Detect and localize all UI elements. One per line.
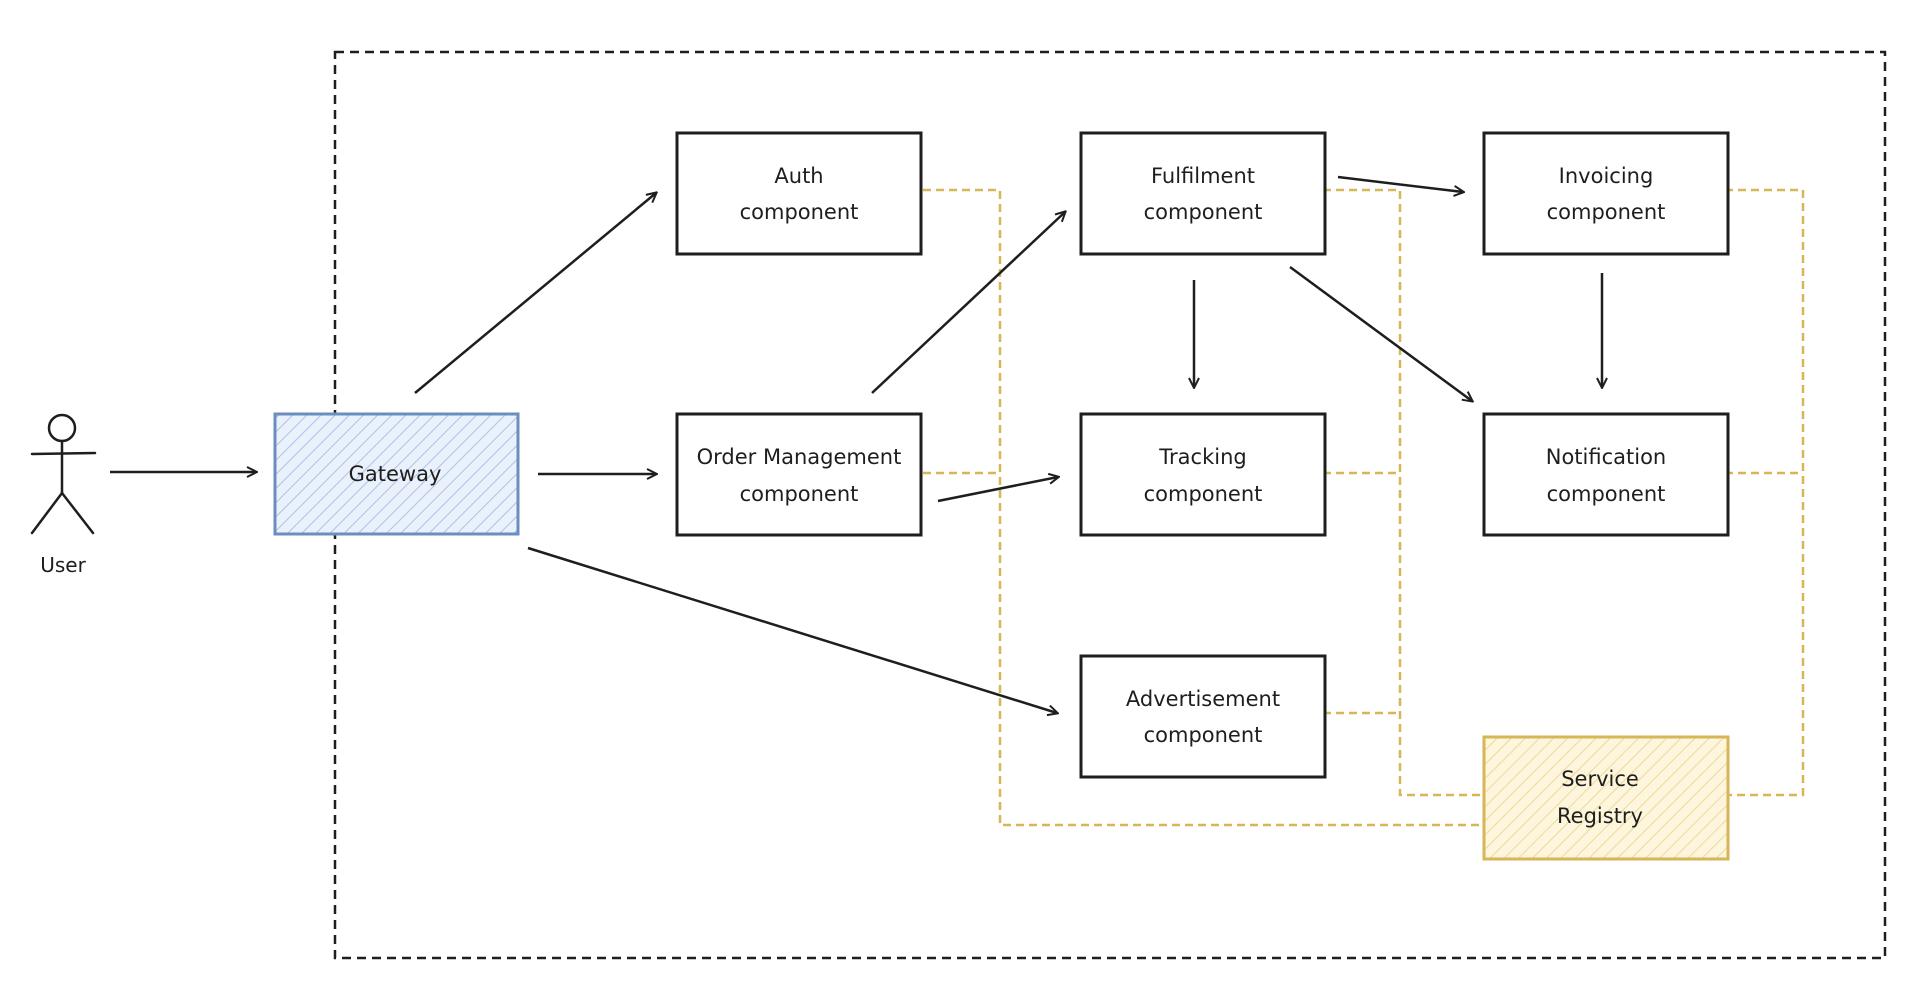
advertisement-component-title: Advertisement	[1126, 687, 1280, 711]
arrow-fulfilment-notification	[1289, 265, 1472, 401]
registry-links	[923, 188, 1805, 827]
actor-arms	[30, 451, 97, 456]
arrow-gateway-auth	[414, 193, 656, 394]
arrow-order-fulfilment	[871, 212, 1065, 394]
notification-component-box	[1482, 412, 1730, 537]
arrow-order-tracking	[937, 477, 1058, 503]
notification-component-node[interactable]: Notification component	[1482, 412, 1730, 537]
actor-right-leg	[60, 491, 95, 535]
advertisement-component-subtitle: component	[1144, 723, 1263, 747]
invoicing-component-box	[1482, 131, 1730, 256]
invoicing-component-title: Invoicing	[1559, 164, 1654, 188]
link-invoicing-registry	[1725, 188, 1805, 797]
tracking-component-box	[1079, 412, 1327, 537]
arrow-gateway-advertisement	[527, 546, 1057, 713]
actor-head	[47, 413, 77, 443]
notification-component-subtitle: component	[1547, 482, 1666, 506]
gateway-label: Gateway	[349, 462, 442, 486]
auth-component-subtitle: component	[740, 200, 859, 224]
invoicing-component-node[interactable]: Invoicing component	[1482, 131, 1730, 256]
service-registry-subtitle: Registry	[1557, 804, 1643, 828]
order-management-component-title: Order Management	[697, 445, 902, 469]
fulfilment-component-subtitle: component	[1144, 200, 1263, 224]
service-registry-node[interactable]: Service Registry	[1482, 735, 1730, 861]
link-auth-registry	[923, 188, 1480, 827]
arrow-fulfilment-invoicing	[1337, 175, 1463, 192]
auth-component-title: Auth	[774, 164, 823, 188]
user-actor	[30, 413, 97, 535]
gateway-box	[273, 412, 520, 536]
auth-component-box	[675, 131, 923, 256]
gateway-node[interactable]: Gateway	[273, 412, 520, 536]
invoicing-component-subtitle: component	[1547, 200, 1666, 224]
fulfilment-component-box	[1079, 131, 1327, 256]
service-registry-box	[1482, 735, 1730, 861]
auth-component-node[interactable]: Auth component	[675, 131, 923, 256]
service-registry-title: Service	[1561, 767, 1639, 791]
tracking-component-title: Tracking	[1158, 445, 1246, 469]
notification-component-title: Notification	[1546, 445, 1667, 469]
order-management-component-box	[675, 412, 923, 537]
tracking-component-node[interactable]: Tracking component	[1079, 412, 1327, 537]
fulfilment-component-node[interactable]: Fulfilment component	[1079, 131, 1327, 256]
arrows	[110, 175, 1602, 713]
user-label: User	[40, 553, 86, 577]
order-management-component-node[interactable]: Order Management component	[675, 412, 923, 537]
tracking-component-subtitle: component	[1144, 482, 1263, 506]
advertisement-component-node[interactable]: Advertisement component	[1079, 654, 1327, 779]
actor-left-leg	[30, 491, 64, 535]
advertisement-component-box	[1079, 654, 1327, 779]
link-fulfilment-registry	[1323, 188, 1480, 797]
fulfilment-component-title: Fulfilment	[1151, 164, 1255, 188]
order-management-component-subtitle: component	[740, 482, 859, 506]
